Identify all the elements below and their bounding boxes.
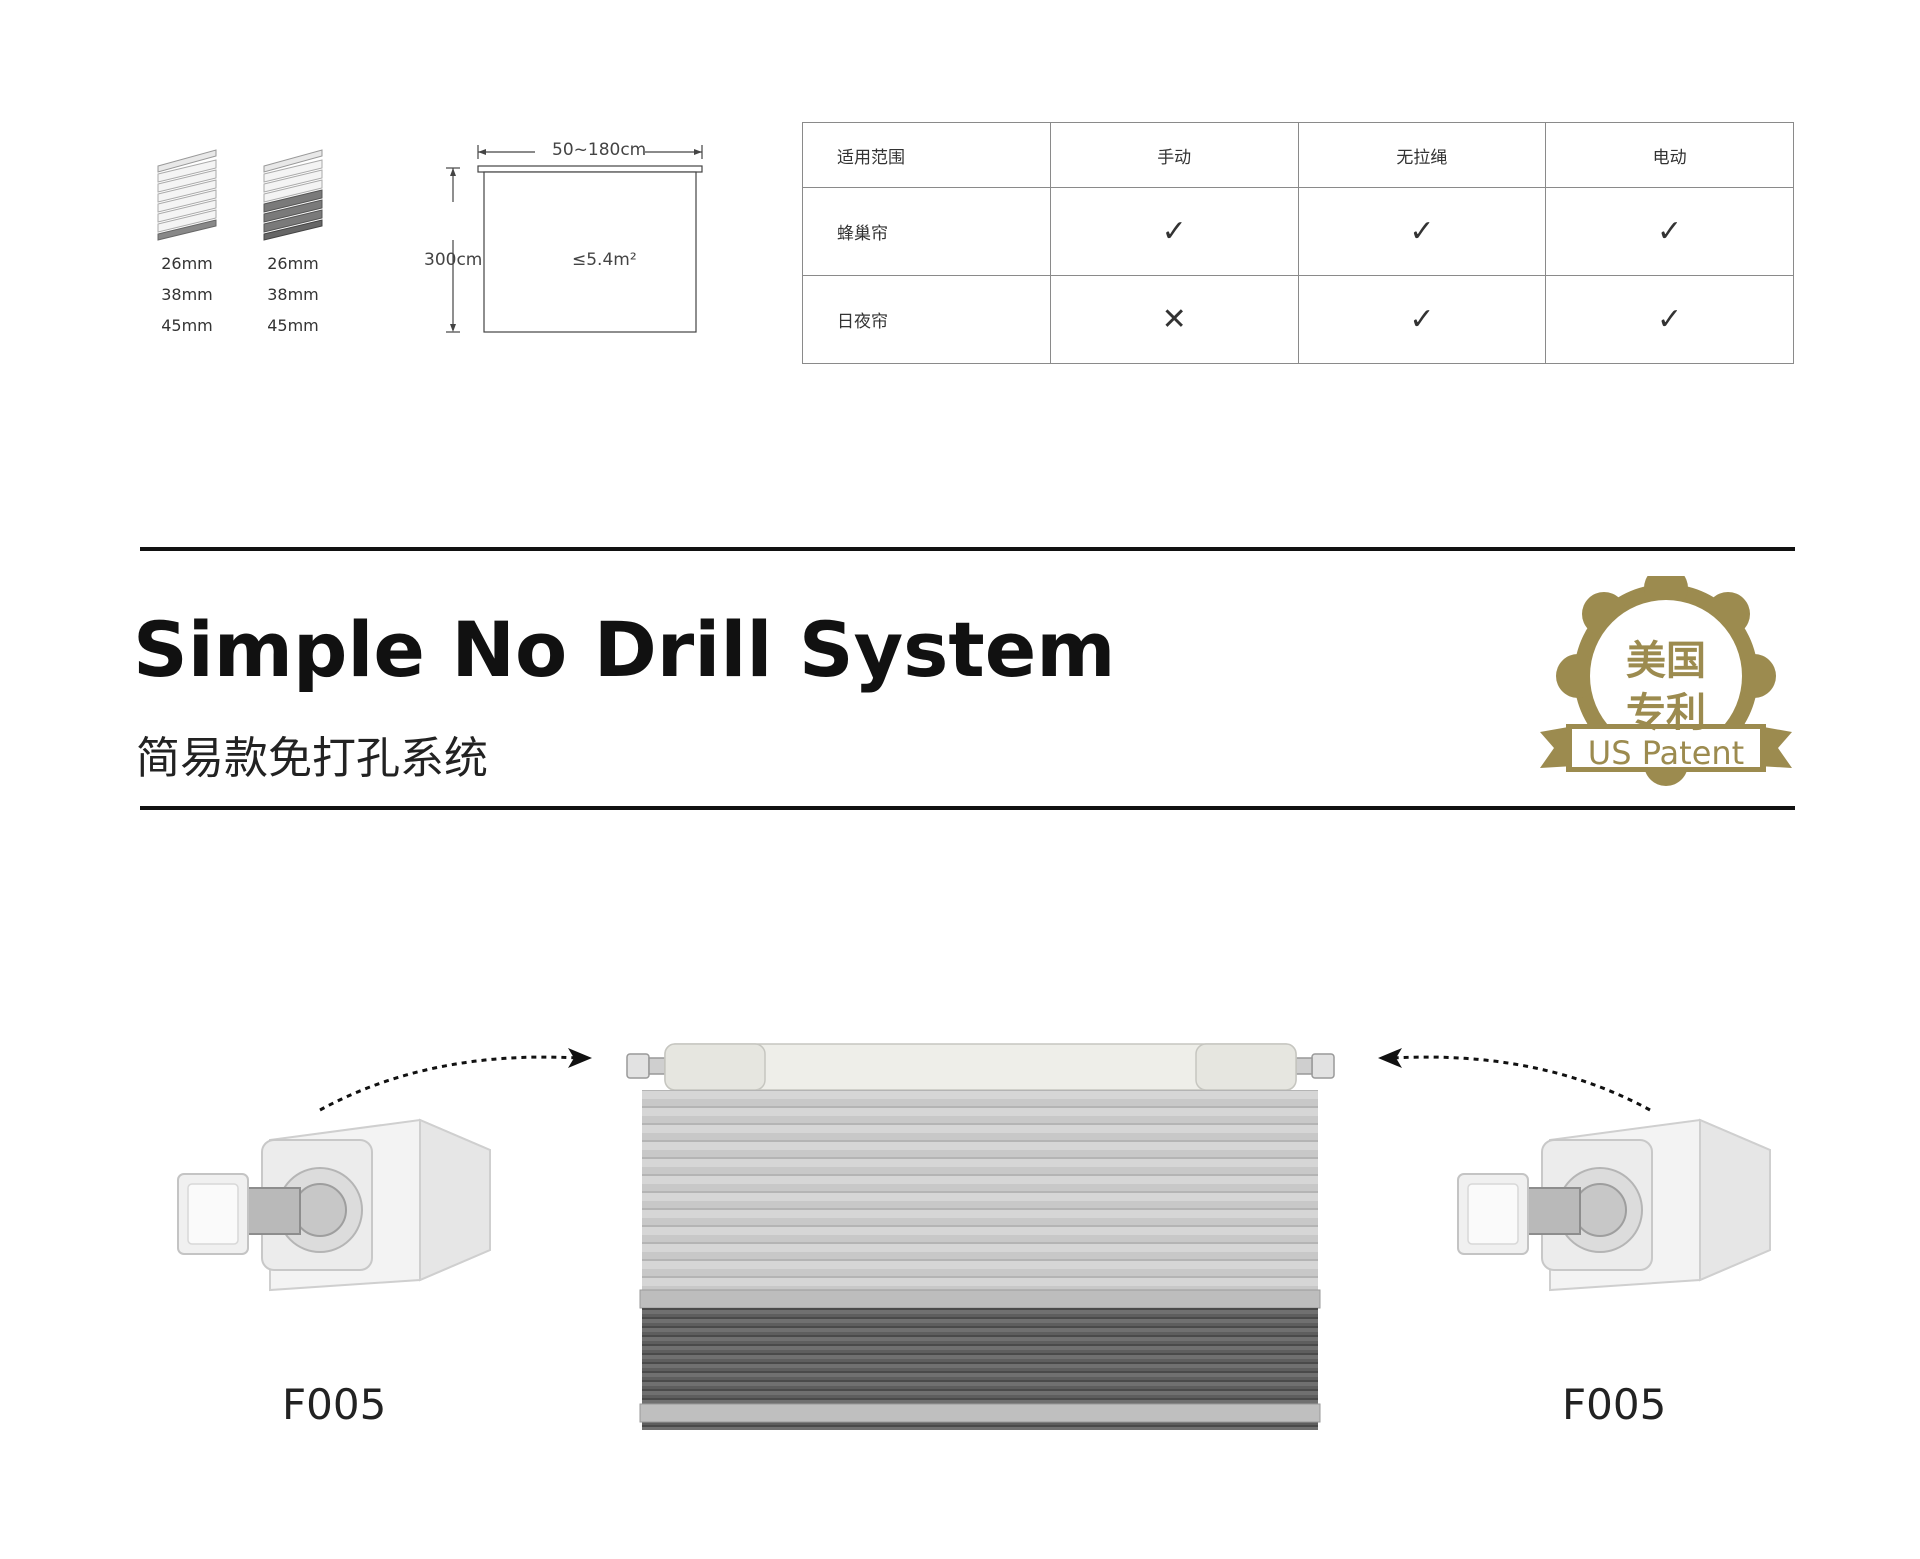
dimension-diagram — [446, 145, 703, 333]
left-arrow-icon — [319, 1048, 592, 1112]
honeycomb-shade-icon — [157, 149, 217, 241]
badge-ribbon-text: US Patent — [1587, 734, 1745, 772]
compatibility-table: 适用范围 手动 无拉绳 电动 蜂巢帘 ✓ ✓ ✓ 日夜帘 ✕ ✓ ✓ — [802, 122, 1794, 364]
check-icon: ✓ — [1049, 187, 1299, 276]
top-divider — [140, 547, 1795, 551]
header-manual: 手动 — [1049, 122, 1299, 188]
left-bracket-image — [177, 1118, 491, 1292]
sample-1-size-1: 26mm — [161, 254, 213, 273]
title-english: Simple No Drill System — [133, 605, 1116, 694]
sample-2-size-1: 26mm — [267, 254, 319, 273]
width-label: 50~180cm — [552, 140, 647, 160]
check-icon: ✓ — [1297, 275, 1547, 364]
left-bracket-code: F005 — [282, 1380, 387, 1429]
row-name: 蜂巢帘 — [802, 187, 1051, 276]
height-label: 300cm — [424, 250, 483, 270]
right-bracket-code: F005 — [1562, 1380, 1667, 1429]
check-icon: ✓ — [1297, 187, 1547, 276]
badge-line-2: 专利 — [1626, 690, 1706, 736]
header-scope: 适用范围 — [802, 122, 1051, 188]
badge-line-1: 美国 — [1626, 638, 1706, 684]
right-bracket-image — [1457, 1118, 1771, 1292]
patent-badge-icon — [1540, 576, 1792, 786]
sample-1-size-3: 45mm — [161, 316, 213, 335]
table-row: 蜂巢帘 ✓ ✓ ✓ — [802, 187, 1794, 276]
sample-2-size-3: 45mm — [267, 316, 319, 335]
table-header-row: 适用范围 手动 无拉绳 电动 — [802, 122, 1794, 188]
shade-product-image — [626, 1043, 1335, 1430]
sample-1-size-2: 38mm — [161, 285, 213, 304]
right-arrow-icon — [1378, 1048, 1651, 1112]
header-motorized: 电动 — [1545, 122, 1794, 188]
header-cordless: 无拉绳 — [1297, 122, 1547, 188]
cross-icon: ✕ — [1049, 275, 1299, 364]
check-icon: ✓ — [1545, 187, 1794, 276]
check-icon: ✓ — [1545, 275, 1794, 364]
row-name: 日夜帘 — [802, 275, 1051, 364]
sample-2-size-2: 38mm — [267, 285, 319, 304]
table-row: 日夜帘 ✕ ✓ ✓ — [802, 275, 1794, 364]
day-night-shade-icon — [263, 149, 323, 241]
title-chinese: 简易款免打孔系统 — [136, 733, 488, 784]
bottom-divider — [140, 806, 1795, 810]
area-label: ≤5.4m² — [572, 250, 637, 270]
